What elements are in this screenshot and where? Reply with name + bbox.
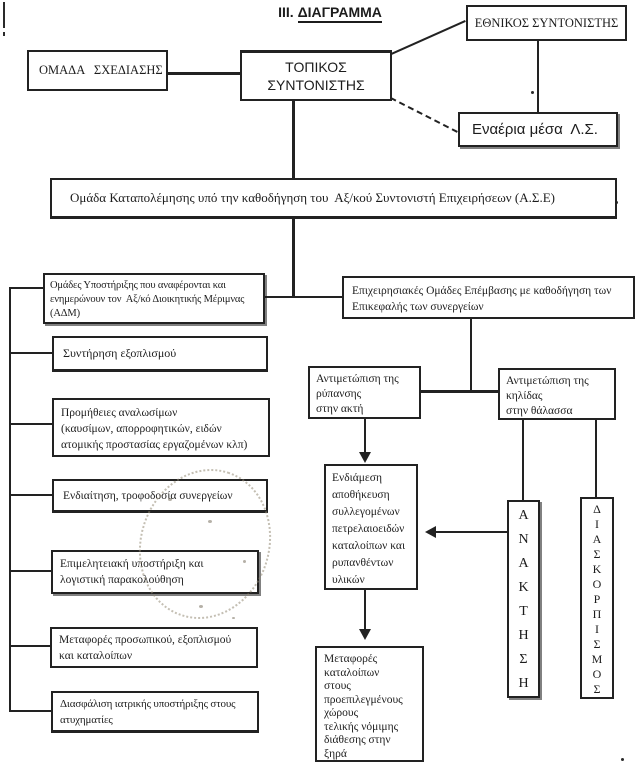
connector-junction-horizontal [265,296,342,298]
connector-local-to-aerial-dashed [390,97,458,133]
connector-shore-to-sea [421,390,498,393]
node-shore-pollution-response: Αντιμετώπιση της ρύπανσης στην ακτή [308,366,421,419]
connector-left-spine [9,287,11,712]
node-sea-slick-response: Αντιμετώπιση της κηλίδας στην θάλασσα [498,368,616,420]
scan-artifact [531,91,534,94]
node-dispersion: Δ Ι Α Σ Κ Ο Ρ Π Ι Σ Μ Ο Σ [580,497,614,699]
node-local-coordinator: ΤΟΠΙΚΟΣ ΣΥΝΤΟΝΙΣΤΗΣ [240,50,392,101]
node-equipment-maintenance: Συντήρηση εξοπλισμού [52,336,268,372]
stamp-speck [168,498,172,501]
connector-local-to-band [292,101,295,178]
node-response-team: Ομάδα Καταπολέμησης υπό την καθοδήγηση τ… [50,178,617,219]
connector-sea-to-dispersion [595,420,597,497]
connector-stub-medical [9,710,51,712]
stamp-speck [199,605,203,608]
connector-planning-to-local [167,72,240,75]
connector-operational-down [470,319,472,392]
title-numeral: III. [278,4,294,20]
connector-band-to-junction [292,219,295,298]
connector-stub-maintenance [9,352,52,354]
scan-artifact [3,2,5,28]
stamp-speck [243,560,246,563]
connector-storage-to-transfer-line [364,590,366,629]
node-logistics-support: Επιμελητειακή υποστήριξη και λογιστική π… [51,550,259,594]
page-title: III. ΔΙΑΓΡΑΜΜΑ [240,4,420,23]
node-support-teams: Ομάδες Υποστήριξης που αναφέρονται και ε… [43,273,265,324]
connector-sea-to-recovery [522,420,524,500]
stamp-speck [232,617,235,619]
connector-local-to-national [391,20,466,55]
node-operational-teams: Επιχειρησιακές Ομάδες Επέμβασης με καθοδ… [342,276,635,319]
node-intermediate-storage: Ενδιάμεση αποθήκευση συλλεγομένων πετρελ… [324,464,418,590]
scan-artifact [621,758,624,761]
arrow-down-to-transfer-icon [359,629,371,640]
arrow-left-to-storage-icon [425,526,436,538]
node-recovery: Α Ν Α Κ Τ Η Σ Η [507,500,540,698]
node-aerial-means: Εναέρια μέσα Λ.Σ. [458,112,618,147]
node-personnel-transport: Μεταφορές προσωπικού, εξοπλισμού και κατ… [50,627,258,668]
node-accommodation-catering: Ενδιαίτηση, τροφοδοσία συνεργείων [52,479,268,513]
connector-stub-transport [9,645,50,647]
connector-national-to-aerial [537,41,539,113]
connector-shore-to-storage-line [364,419,366,453]
connector-recovery-to-storage-line [436,531,507,533]
node-national-coordinator: ΕΘΝΙΚΟΣ ΣΥΝΤΟΝΙΣΤΗΣ [466,5,627,41]
scan-artifact [3,32,5,36]
connector-stub-logistics [9,570,51,572]
node-residue-transfer: Μεταφορές καταλοίπων στους προεπιλεγμένο… [315,646,424,762]
connector-stub-support-teams [9,287,43,289]
node-planning-team: ΟΜΑΔΑ ΣΧΕΔΙΑΣΗΣ [27,50,168,91]
connector-stub-supply [9,423,52,425]
stamp-speck [208,520,212,523]
connector-stub-accommodation [9,494,52,496]
node-medical-support: Διασφάλιση ιατρικής υποστήριξης στους ατ… [51,691,259,733]
arrow-down-to-storage-icon [359,452,371,463]
title-text: ΔΙΑΓΡΑΜΜΑ [297,4,382,23]
node-consumables-supply: Προμήθειες αναλωσίμων (καυσίμων, απορροφ… [52,398,270,457]
